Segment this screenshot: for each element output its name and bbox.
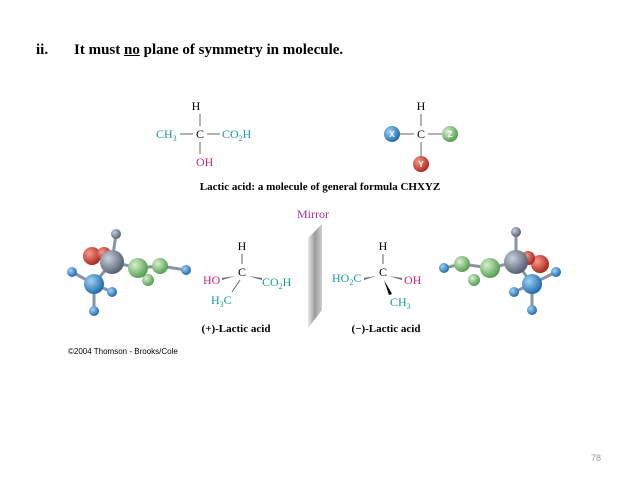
figure-caption: Lactic acid: a molecule of general formu…	[200, 181, 440, 193]
minus-c-label: C	[379, 265, 387, 279]
plus-c-label: C	[238, 265, 246, 279]
general-z-label: Z	[448, 130, 453, 139]
lactic-ch3-label: CH3	[156, 127, 177, 143]
minus-ho2c-label: HO2C	[332, 271, 361, 287]
atom-y	[413, 156, 429, 172]
minus-oh-label: OH	[404, 273, 422, 287]
general-formula-structure: H C X Z Y	[384, 99, 458, 172]
minus-lactic-acid-label: (−)-Lactic acid	[352, 323, 421, 335]
figure-copyright: ©2004 Thomson - Brooks/Cole	[68, 347, 178, 356]
mirror-label: Mirror	[297, 207, 329, 221]
plus-ho-label: HO	[203, 273, 221, 287]
minus-h-label: H	[379, 239, 388, 253]
lactic-acid-diagram: H C CH3 CO2H OH H C X Z Y Lactic acid:	[67, 99, 561, 356]
minus-lactic-structure: H C HO2C OH CH3 (−)-Lactic acid	[332, 239, 422, 335]
minus-ch3-label: CH3	[390, 295, 411, 311]
plus-lactic-structure: H C HO CO2H H3C (+)-Lactic acid	[202, 239, 292, 335]
page-number: 78	[591, 453, 602, 463]
list-number: ii.	[36, 42, 49, 58]
plus-h-label: H	[238, 239, 247, 253]
minus-ball-model	[439, 227, 561, 315]
heading-text-before: It must	[74, 42, 125, 58]
atom-x	[384, 126, 400, 142]
lactic-acid-structure: H C CH3 CO2H OH	[156, 99, 252, 169]
lactic-co2h-label: CO2H	[222, 127, 252, 143]
mirror-plane	[308, 224, 322, 328]
general-x-label: X	[389, 130, 395, 139]
lactic-oh-label: OH	[196, 155, 214, 169]
chirality-figure: H C CH3 CO2H OH H C X Z Y Lactic acid:	[64, 96, 576, 358]
slide-heading: ii. It must no plane of symmetry in molec…	[36, 42, 343, 59]
heading-text-after: plane of symmetry in molecule.	[139, 42, 344, 58]
plus-ball-model	[67, 229, 191, 316]
general-c-label: C	[417, 127, 425, 141]
general-h-label: H	[417, 99, 426, 113]
heading-emphasis: no	[124, 42, 140, 58]
general-y-label: Y	[418, 160, 424, 169]
lactic-c-label: C	[196, 127, 204, 141]
plus-co2h-label: CO2H	[262, 275, 292, 291]
atom-z	[442, 126, 458, 142]
plus-lactic-acid-label: (+)-Lactic acid	[202, 323, 271, 335]
lactic-h-label: H	[192, 99, 201, 113]
plus-h3c-label: H3C	[211, 293, 232, 309]
